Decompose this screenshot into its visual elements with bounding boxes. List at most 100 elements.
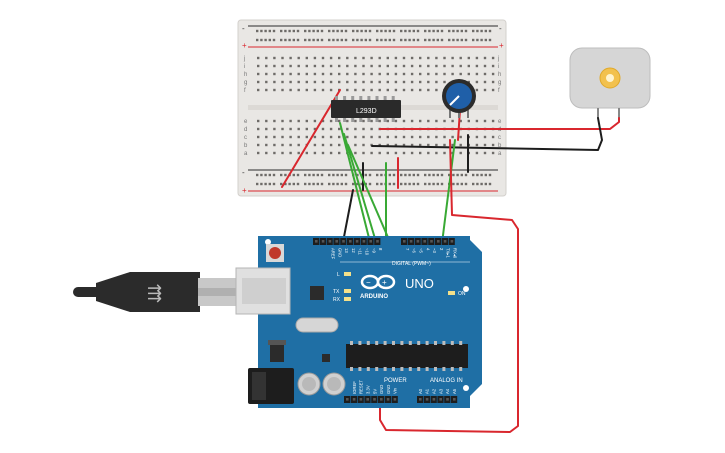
voltage-regulator-tab <box>268 340 286 345</box>
rail-hole <box>404 29 407 33</box>
terminal-hole <box>459 151 462 155</box>
usb-cable[interactable]: ⇶ <box>73 272 238 312</box>
atmega-pin-top <box>392 341 395 345</box>
terminal-hole <box>459 119 462 123</box>
terminal-hole <box>491 135 495 139</box>
terminal-hole <box>297 151 300 155</box>
terminal-hole <box>483 143 487 147</box>
terminal-hole <box>338 64 341 68</box>
digital-pin-header[interactable] <box>313 238 455 245</box>
terminal-hole <box>475 135 479 139</box>
rail-hole <box>392 173 396 177</box>
terminal-hole <box>394 64 398 68</box>
led-rx <box>344 297 351 301</box>
wire-red-5v[interactable] <box>379 139 519 433</box>
terminal-hole <box>491 151 495 155</box>
chip-pin-top <box>335 96 338 101</box>
terminal-hole <box>443 151 446 155</box>
rail-hole <box>256 173 259 177</box>
terminal-hole <box>483 119 487 123</box>
rail-hole <box>328 182 331 186</box>
analog-pin-label: A1 <box>425 388 430 394</box>
atmega-pin-top <box>375 341 379 345</box>
rail-hole <box>332 173 335 177</box>
atmega-pin-bottom <box>434 367 437 371</box>
rail-hole <box>452 173 455 177</box>
rail-hole <box>264 29 267 33</box>
terminal-hole <box>386 56 389 60</box>
dc-motor[interactable] <box>569 47 651 118</box>
l293d-chip[interactable]: L293D <box>331 96 401 122</box>
terminal-hole <box>483 56 487 60</box>
terminal-hole <box>313 119 317 123</box>
terminal-hole <box>289 119 292 123</box>
motor-shaft-center <box>606 74 614 82</box>
power-pin-header[interactable] <box>344 396 398 403</box>
terminal-hole <box>321 80 325 84</box>
digital-header-pin-hole <box>349 240 352 243</box>
rail-hole <box>376 29 379 33</box>
terminal-hole <box>281 151 284 155</box>
analog-header-pin-hole <box>425 398 429 401</box>
rail-hole <box>448 173 451 177</box>
reset-button[interactable] <box>269 247 281 259</box>
terminal-hole <box>354 135 357 139</box>
power-header-pin-hole <box>352 398 356 401</box>
analog-pin-header[interactable] <box>417 396 458 403</box>
rail-hole <box>488 182 492 186</box>
wire-black-gnd[interactable] <box>342 189 354 243</box>
rail-hole <box>344 182 348 186</box>
terminal-hole <box>378 72 381 76</box>
wire-red-to-motor[interactable] <box>379 117 620 130</box>
wire-green-3[interactable] <box>347 144 391 243</box>
rail-hole <box>264 182 267 186</box>
terminal-hole <box>362 135 365 139</box>
terminal-hole <box>370 56 373 60</box>
chip-label: L293D <box>356 108 377 115</box>
terminal-hole <box>257 127 260 131</box>
wire-green-2[interactable] <box>343 133 377 243</box>
rail-hole <box>484 173 487 177</box>
rail-hole <box>320 173 324 177</box>
wire-black-to-motor[interactable] <box>371 117 603 151</box>
terminal-hole <box>443 72 446 76</box>
usb-b-jack-inner <box>242 278 286 304</box>
rail-hole <box>360 182 363 186</box>
terminal-hole <box>427 72 430 76</box>
on-label: ON <box>458 291 466 297</box>
digital-header-pin-hole <box>443 240 447 243</box>
terminal-hole <box>491 143 495 147</box>
digital-header-pin-hole <box>315 240 318 243</box>
arduino-uno-board[interactable]: L TX RX ON − + ARDUINO UNO DIGITAL (PWM~… <box>235 236 482 408</box>
terminal-hole <box>427 80 430 84</box>
wire-green-1[interactable] <box>339 122 371 243</box>
rail-hole <box>464 29 468 33</box>
rail-hole <box>268 38 271 42</box>
terminal-hole <box>394 151 398 155</box>
rail-hole <box>392 38 396 42</box>
terminal-hole <box>378 64 381 68</box>
row-letter-right: e <box>498 119 502 125</box>
terminal-hole <box>459 64 462 68</box>
power-pin-label: Vin <box>393 387 398 394</box>
terminal-hole <box>265 64 268 68</box>
potentiometer[interactable] <box>442 79 476 118</box>
digital-pin-label: AREF <box>331 248 336 260</box>
atmega-pin-top <box>366 341 370 345</box>
rail-hole <box>292 173 295 177</box>
rail-hole <box>272 38 276 42</box>
wire-red-diagonal[interactable] <box>281 89 341 188</box>
rail-hole <box>368 182 372 186</box>
terminal-hole <box>427 119 430 123</box>
terminal-hole <box>410 72 414 76</box>
terminal-hole <box>483 72 487 76</box>
chip-pin-bottom <box>335 117 338 122</box>
digital-header-pin-hole <box>376 240 379 243</box>
analog-pin-label: A4 <box>445 388 450 394</box>
terminal-hole <box>305 88 308 92</box>
rail-hole <box>408 182 411 186</box>
terminal-hole <box>354 119 357 123</box>
rail-hole <box>368 38 372 42</box>
digital-header-pin-hole <box>369 240 372 243</box>
atmega-pin-bottom <box>366 367 370 371</box>
